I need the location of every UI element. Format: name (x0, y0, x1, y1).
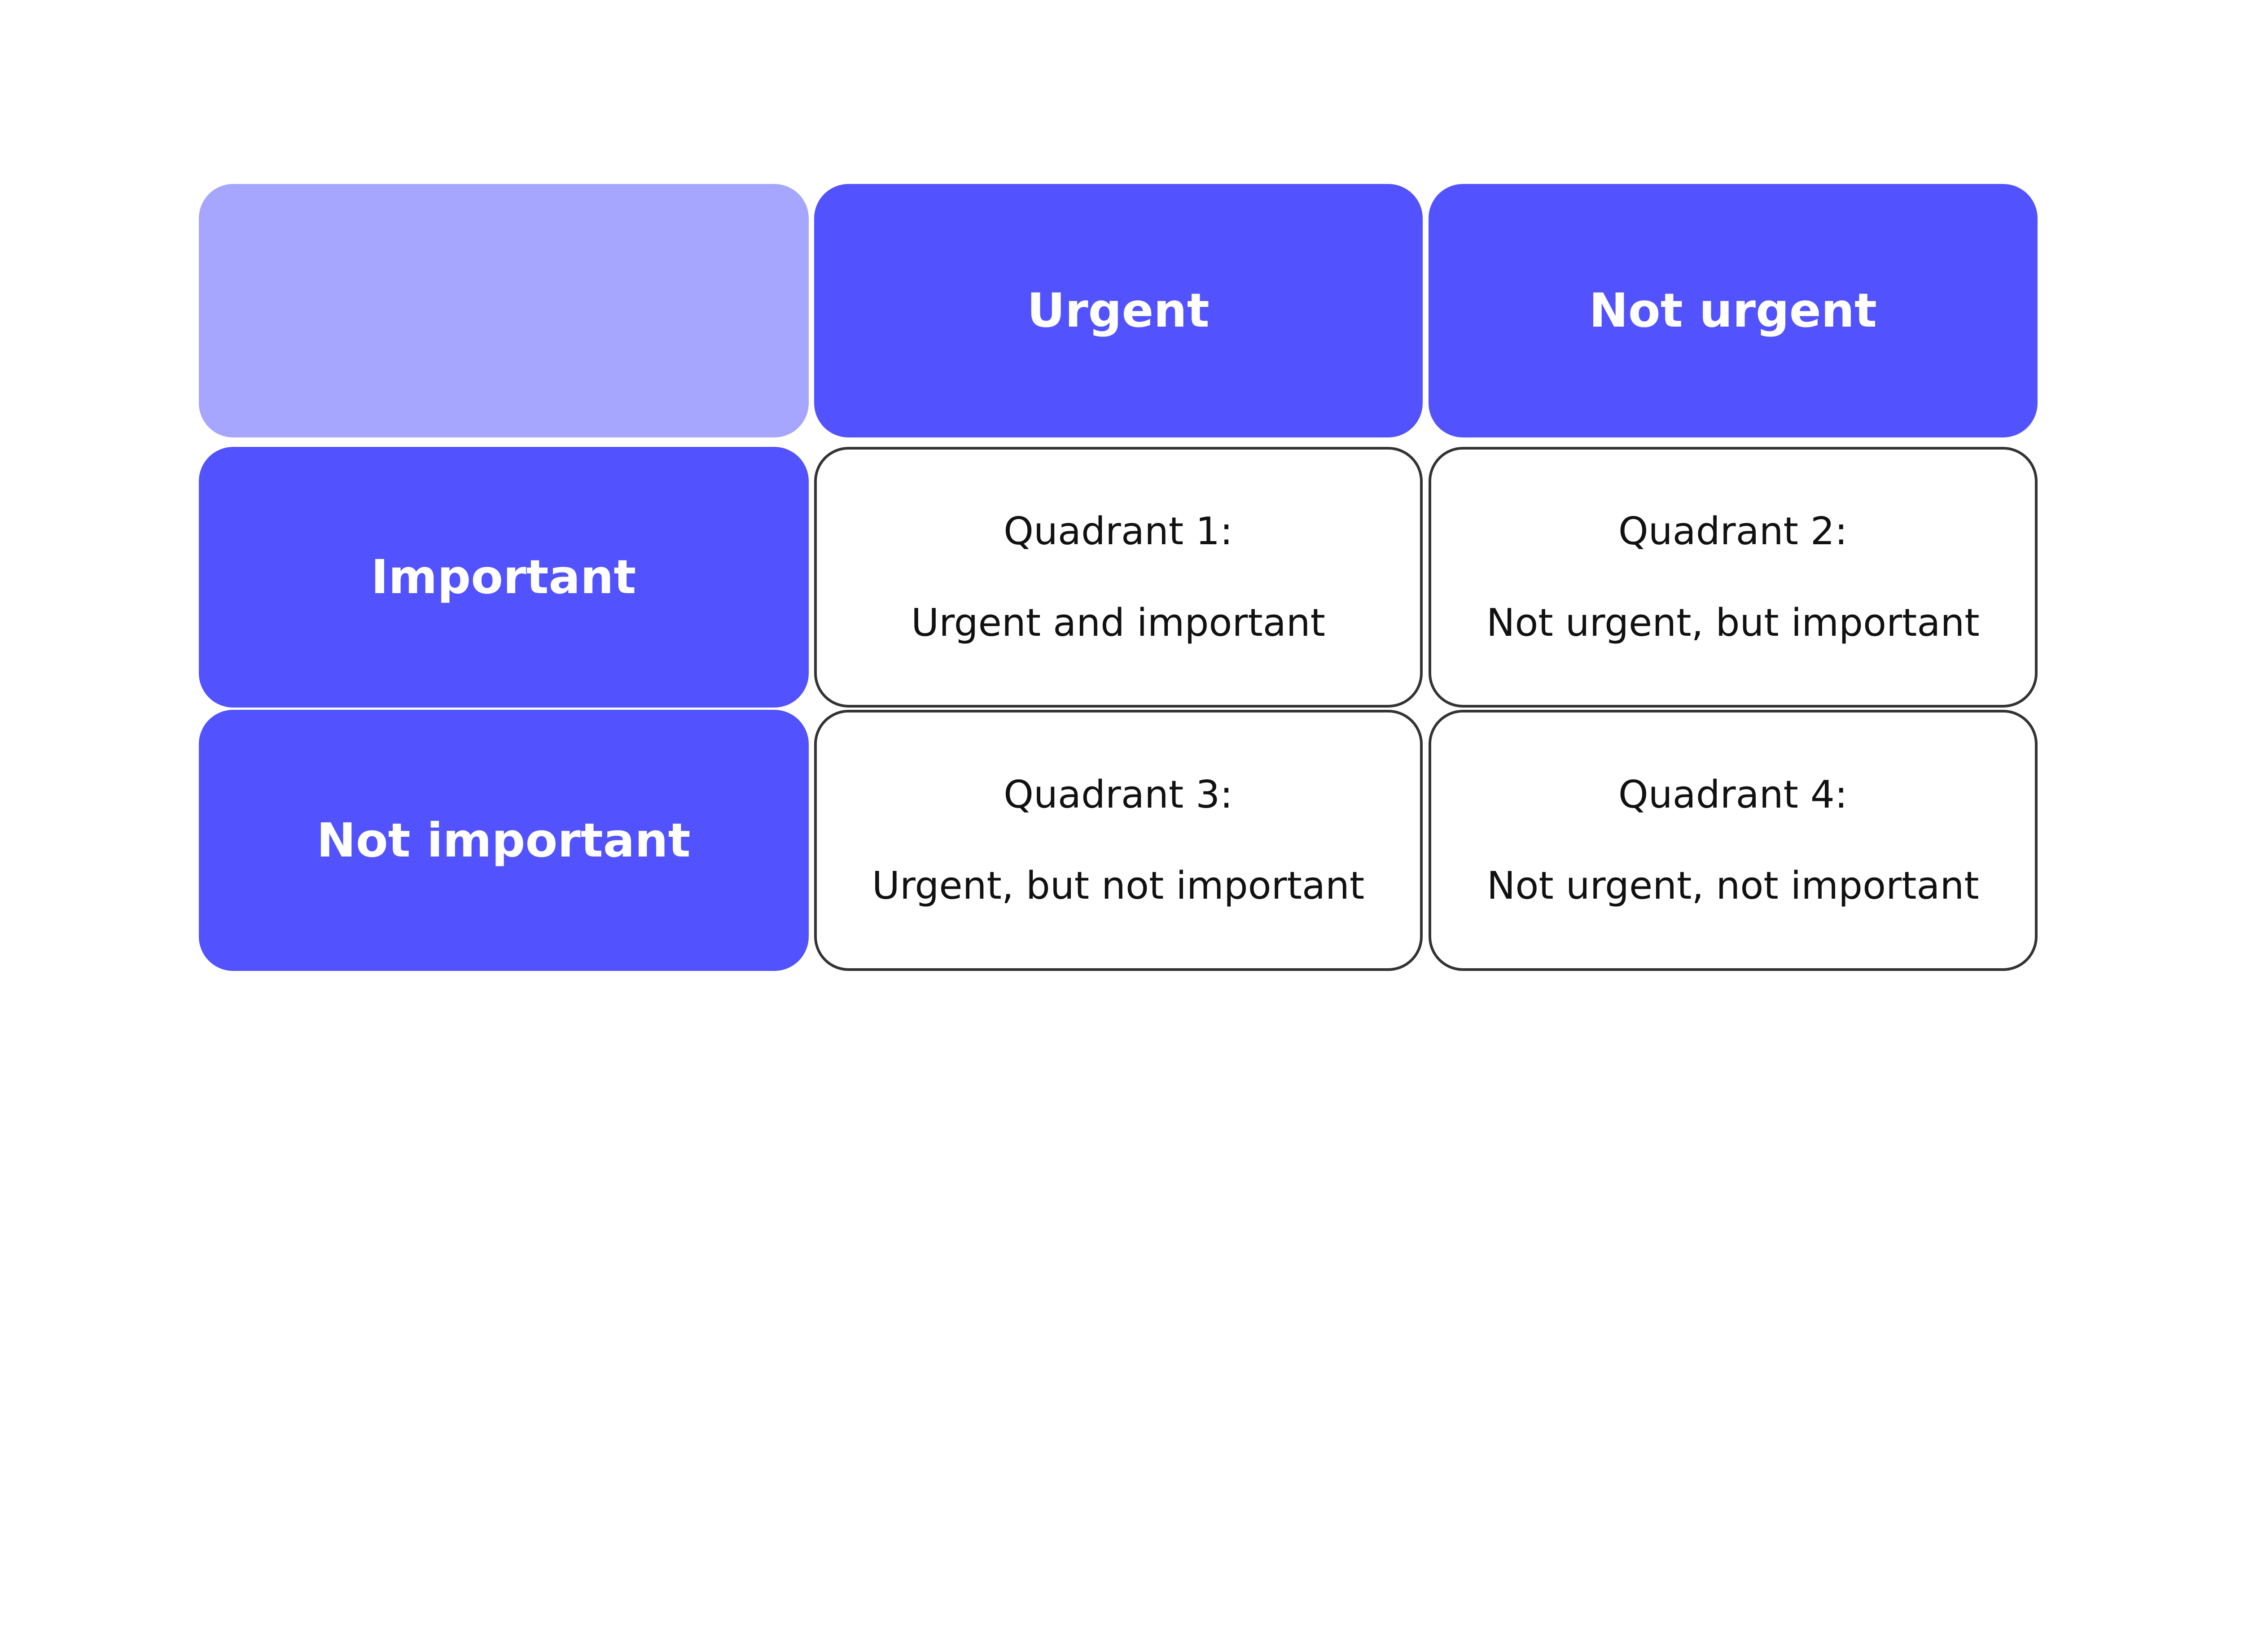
row-header-label: Important (371, 550, 636, 605)
row-header-not-important: Not important (198, 710, 809, 971)
quadrant-label: Urgent, but not important (872, 864, 1365, 909)
column-header-not-urgent: Not urgent (1428, 184, 2038, 437)
column-header-label: Not urgent (1589, 283, 1877, 338)
quadrant-label: Not urgent, but important (1486, 600, 1980, 645)
row-header-label: Not important (316, 813, 691, 868)
column-header-label: Urgent (1027, 283, 1210, 338)
quadrant-title: Quadrant 1: (1004, 509, 1233, 554)
quadrant-label: Urgent and important (911, 600, 1325, 645)
corner-cell (198, 184, 809, 437)
quadrant-title: Quadrant 4: (1618, 772, 1848, 817)
quadrant-3: Quadrant 3: Urgent, but not important (814, 710, 1423, 971)
quadrant-2: Quadrant 2: Not urgent, but important (1428, 447, 2038, 708)
quadrant-title: Quadrant 3: (1004, 772, 1233, 817)
column-header-urgent: Urgent (814, 184, 1423, 437)
quadrant-4: Quadrant 4: Not urgent, not important (1428, 710, 2038, 971)
quadrant-1: Quadrant 1: Urgent and important (814, 447, 1423, 708)
quadrant-title: Quadrant 2: (1618, 509, 1848, 554)
row-header-important: Important (198, 447, 809, 708)
quadrant-label: Not urgent, not important (1486, 864, 1979, 909)
